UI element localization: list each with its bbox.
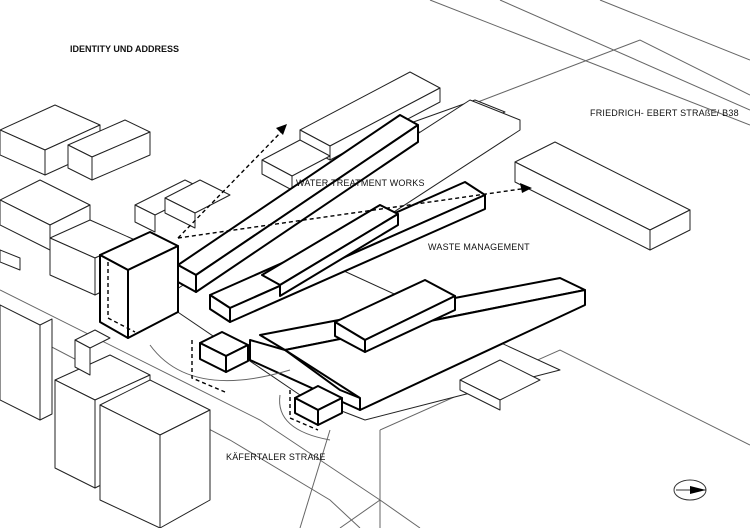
arrow-head-east (520, 183, 532, 193)
north-arrow-icon (673, 479, 707, 501)
central-hall (334, 279, 456, 353)
street-label-east: FRIEDRICH- EBERT STRAßE/ B38 (590, 108, 739, 118)
east-building (514, 141, 691, 251)
surrounding-buildings (0, 104, 211, 528)
waste-management-buildings (209, 181, 486, 323)
south-buildings (459, 359, 541, 411)
label-water-treatment: WATER TREATMENT WORKS (296, 178, 425, 188)
sight-lines (107, 127, 529, 431)
tower-building (99, 231, 179, 339)
sight-arrows (276, 124, 532, 193)
water-treatment-works (177, 114, 419, 293)
gate-building-west (149, 331, 291, 382)
drawing-title: IDENTITY UND ADDRESS (70, 44, 180, 54)
label-waste-management: WASTE MANAGEMENT (428, 242, 530, 252)
street-label-south: KÄFERTALER STRAßE (226, 452, 326, 462)
arrow-head-north (276, 124, 287, 135)
gate-building-east (279, 385, 343, 441)
